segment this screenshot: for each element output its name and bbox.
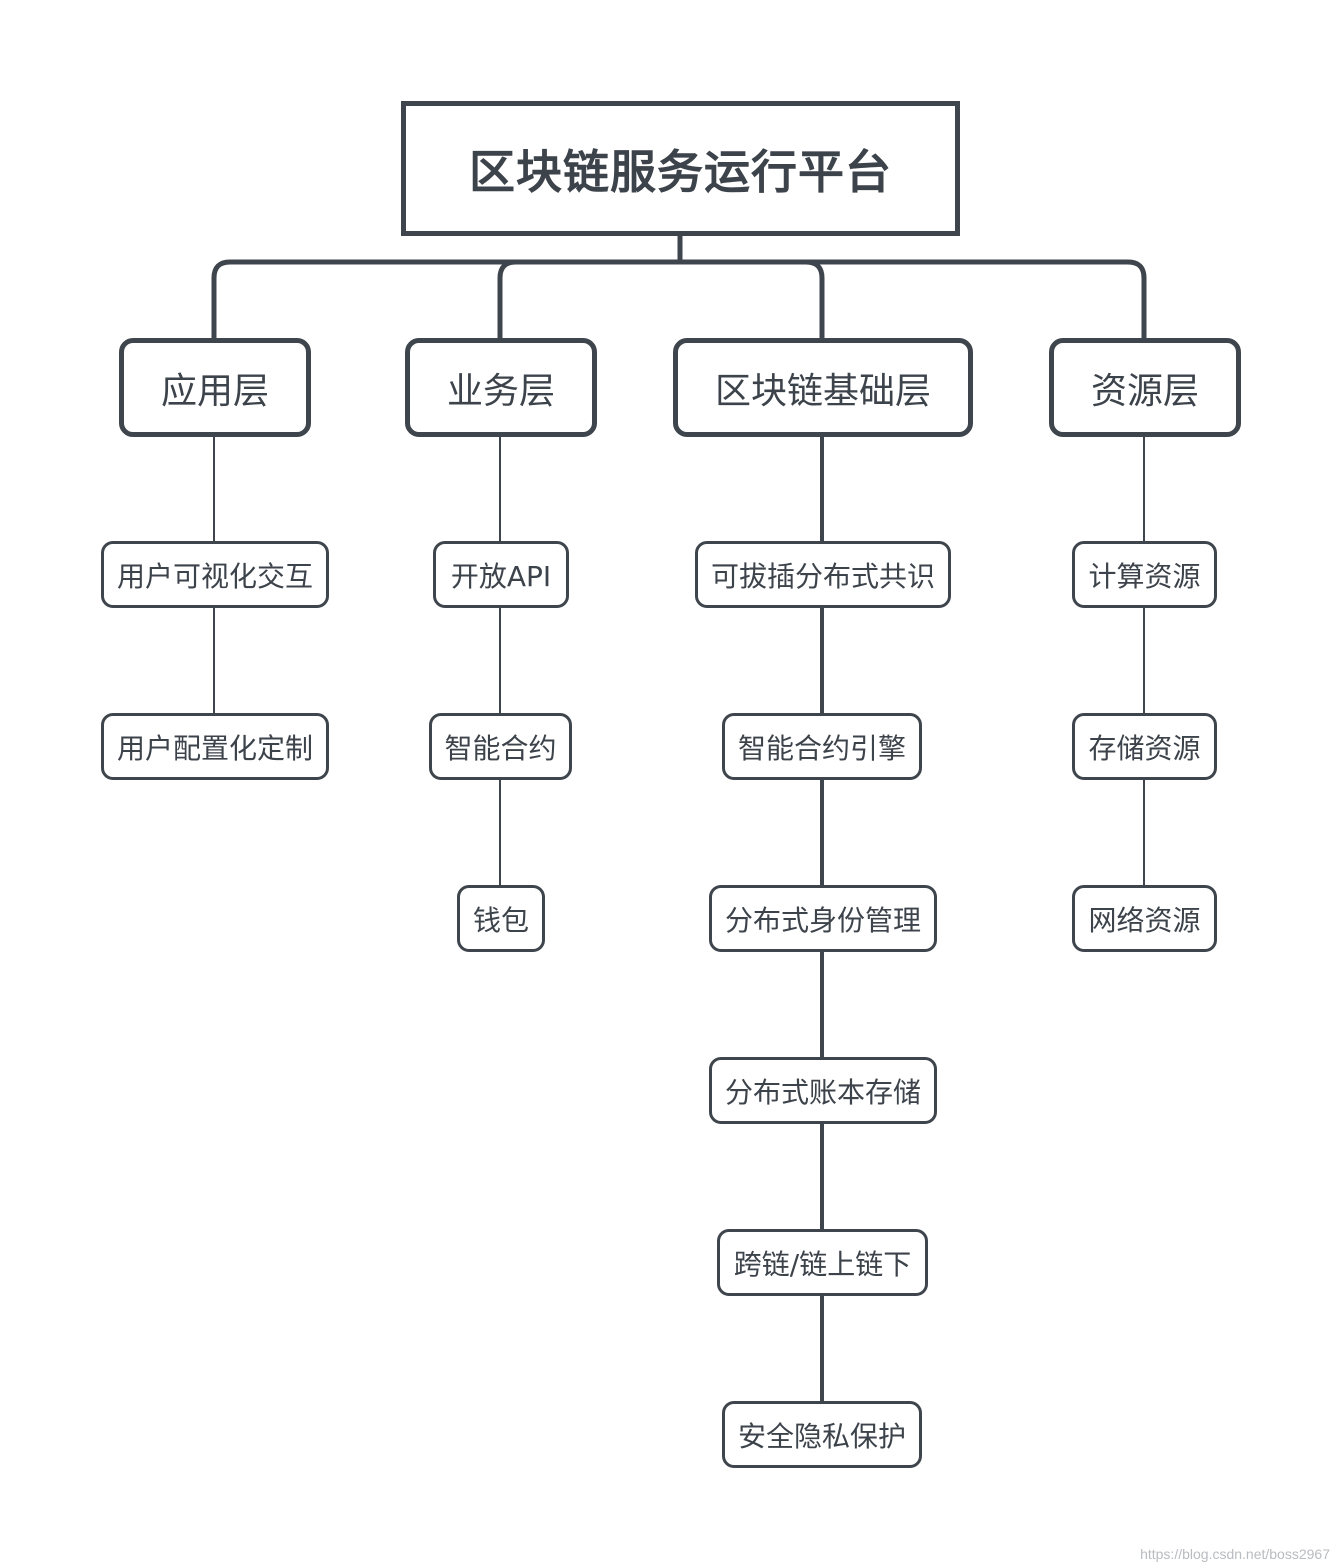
leaf-smart-contract-engine: 智能合约引擎 — [722, 713, 922, 780]
leaf-user-visual-interaction: 用户可视化交互 — [101, 541, 329, 608]
layer-resource: 资源层 — [1049, 338, 1241, 437]
leaf-distributed-ledger: 分布式账本存储 — [709, 1057, 937, 1124]
leaf-security-privacy: 安全隐私保护 — [722, 1401, 922, 1468]
watermark: https://blog.csdn.net/boss2967 — [1140, 1546, 1330, 1562]
leaf-storage-resource: 存储资源 — [1072, 713, 1217, 780]
root-node: 区块链服务运行平台 — [401, 101, 960, 236]
layer-blockchain-base: 区块链基础层 — [673, 338, 973, 437]
leaf-compute-resource: 计算资源 — [1072, 541, 1217, 608]
leaf-distributed-identity: 分布式身份管理 — [709, 885, 937, 952]
layer-application: 应用层 — [119, 338, 311, 437]
layer-business: 业务层 — [405, 338, 597, 437]
leaf-smart-contract: 智能合约 — [429, 713, 572, 780]
layer-bus — [211, 259, 1147, 338]
leaf-open-api: 开放API — [433, 541, 569, 608]
bus-drop-blockchain — [805, 259, 825, 338]
bus-drop-business — [497, 259, 517, 338]
leaf-wallet: 钱包 — [457, 885, 545, 952]
leaf-network-resource: 网络资源 — [1072, 885, 1217, 952]
leaf-cross-chain: 跨链/链上链下 — [717, 1229, 928, 1296]
leaf-pluggable-consensus: 可拔插分布式共识 — [695, 541, 951, 608]
leaf-user-config-customization: 用户配置化定制 — [101, 713, 329, 780]
